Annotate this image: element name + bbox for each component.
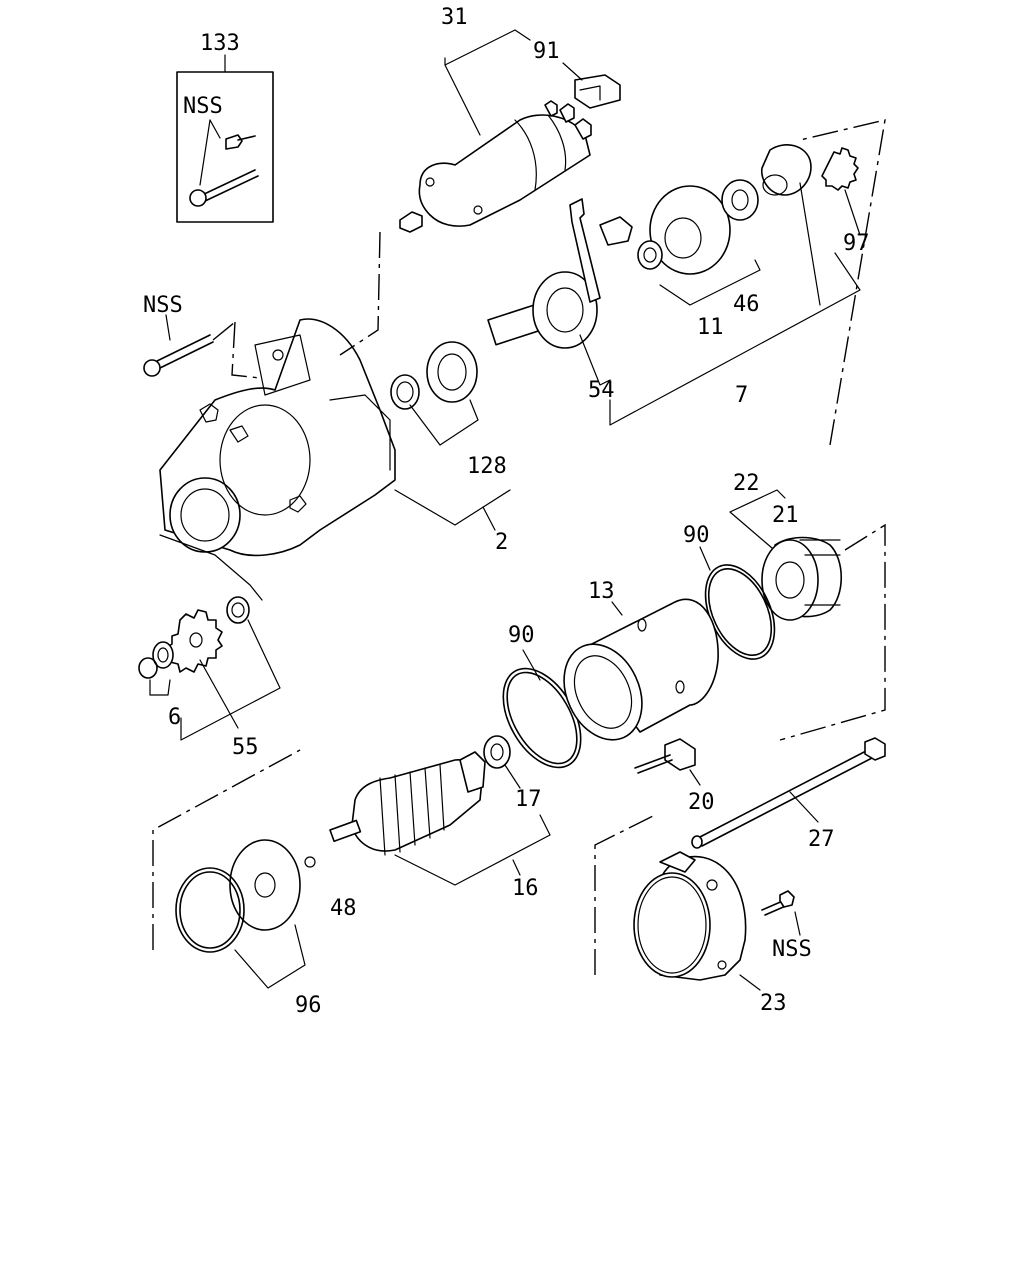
part-97-pinion-gear (760, 144, 859, 196)
part-16-armature (329, 751, 486, 856)
label-27: 27 (808, 827, 835, 852)
part-48-ball (304, 856, 316, 868)
part-17-bearing (483, 735, 521, 789)
label-46: 46 (733, 292, 760, 317)
label-20: 20 (688, 790, 715, 815)
label-91: 91 (533, 39, 560, 64)
label-21: 21 (772, 503, 799, 528)
label-133: 133 (200, 31, 240, 56)
part-27-through-bolt (691, 737, 886, 849)
part-11-clutch (637, 179, 759, 275)
label-nss-box: NSS (183, 94, 223, 119)
label-54: 54 (588, 378, 615, 403)
label-11: 11 (697, 315, 724, 340)
part-128-bearing (390, 341, 479, 446)
part-31-solenoid (399, 29, 621, 233)
part-13-yoke (563, 598, 719, 741)
label-55: 55 (232, 735, 259, 760)
label-6: 6 (168, 705, 181, 730)
label-97: 97 (843, 231, 870, 256)
part-54-pinion-shaft (487, 198, 633, 386)
label-7: 7 (735, 383, 748, 408)
label-22: 22 (733, 471, 760, 496)
part-133-bolt-kit (176, 54, 274, 223)
part-2-drive-housing (159, 318, 396, 601)
label-48: 48 (330, 896, 357, 921)
label-90-front: 90 (508, 623, 535, 648)
label-16: 16 (512, 876, 539, 901)
label-nss-screw: NSS (772, 937, 812, 962)
label-17: 17 (515, 787, 542, 812)
label-23: 23 (760, 991, 787, 1016)
part-20-screw (634, 738, 701, 786)
part-55-gear (138, 596, 250, 679)
label-2: 2 (495, 530, 508, 555)
label-nss-bolt: NSS (143, 293, 183, 318)
label-96: 96 (295, 993, 322, 1018)
nss-bolt (143, 314, 214, 377)
part-21-brush-holder (761, 536, 842, 621)
nss-screw (761, 890, 801, 936)
label-31: 31 (441, 5, 468, 30)
part-96-end-frame (175, 839, 306, 989)
label-90-rear: 90 (683, 523, 710, 548)
label-13: 13 (588, 579, 615, 604)
label-128: 128 (467, 454, 507, 479)
part-23-end-cover (633, 851, 761, 991)
